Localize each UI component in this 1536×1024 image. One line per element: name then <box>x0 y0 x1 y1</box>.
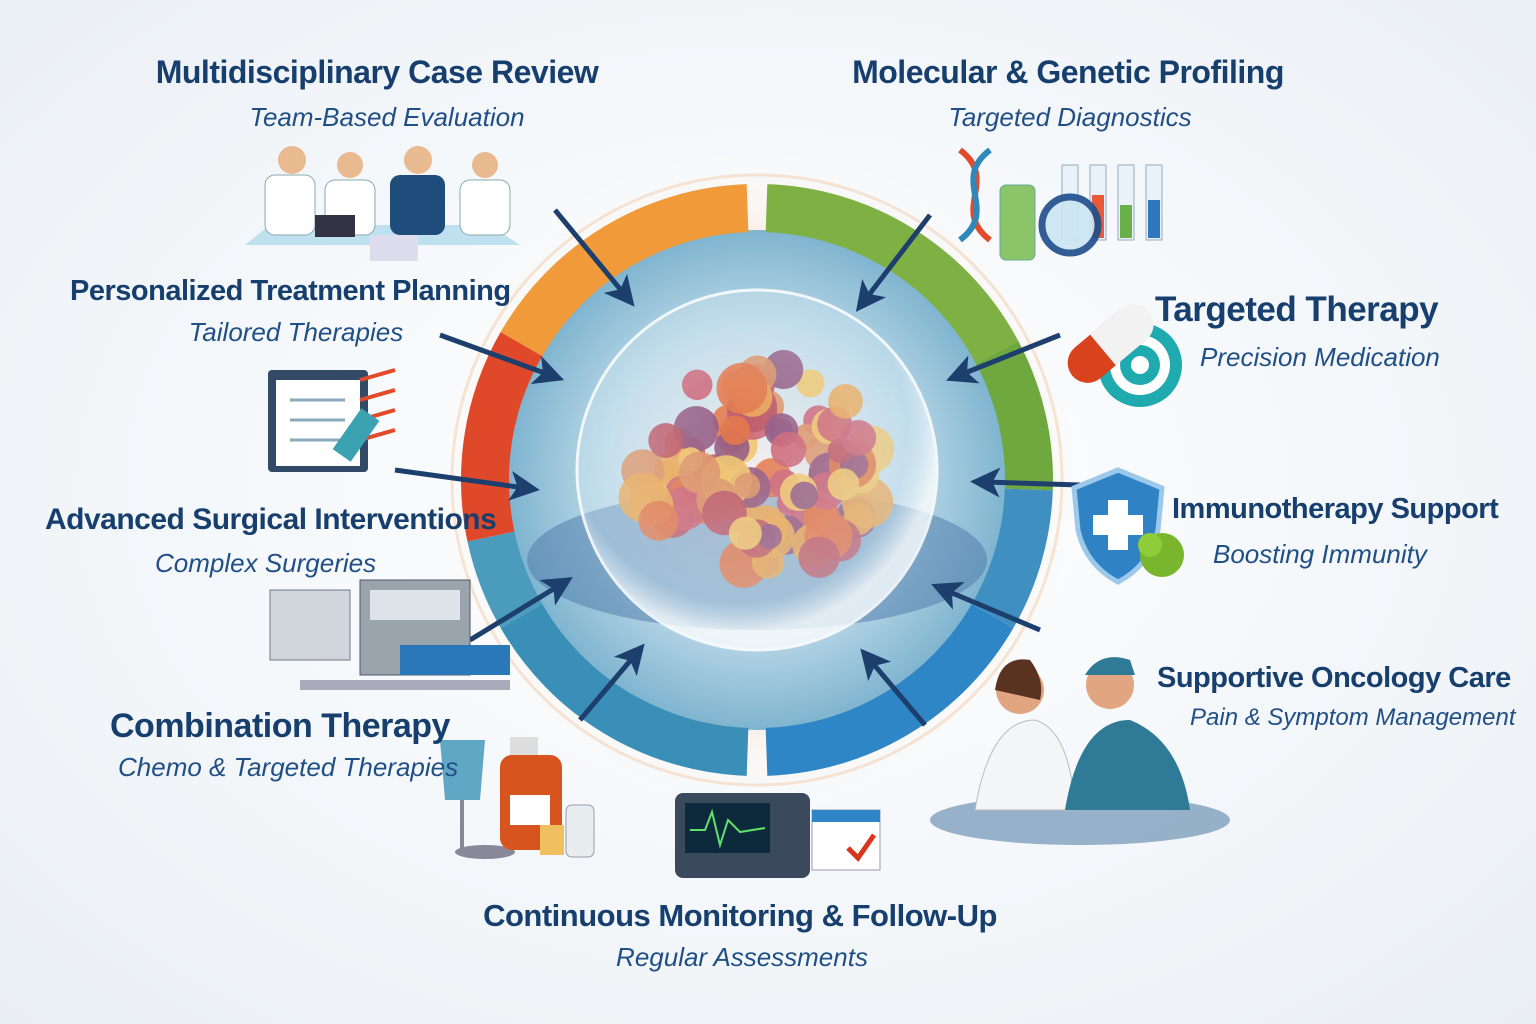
ring-segment <box>765 603 1014 776</box>
step-subtitle: Pain & Symptom Management <box>1190 704 1516 731</box>
arrow <box>860 648 927 727</box>
ring-segment <box>467 531 543 628</box>
step-subtitle: Boosting Immunity <box>1213 539 1427 569</box>
ring-segment <box>461 332 543 542</box>
ring-segment <box>971 488 1053 628</box>
monitor-calendar-icon <box>675 793 881 878</box>
step-subtitle: Team-Based Evaluation <box>249 102 525 132</box>
step-subtitle: Regular Assessments <box>616 942 868 972</box>
arrow <box>970 467 1081 498</box>
ring-segment <box>500 184 749 357</box>
dna-lab-tubes-icon <box>958 147 1163 261</box>
capsule-target-icon <box>1067 304 1182 407</box>
arrows-to-center <box>394 208 1081 727</box>
arrow <box>439 332 565 384</box>
step-subtitle: Tailored Therapies <box>188 317 404 347</box>
step-title: Targeted Therapy <box>1155 290 1439 329</box>
arrow <box>946 332 1061 384</box>
ring-segment <box>975 341 1053 491</box>
process-ring <box>461 184 1053 776</box>
arrow <box>394 467 540 501</box>
step-title: Advanced Surgical Interventions <box>45 503 497 536</box>
arrow <box>468 577 573 643</box>
glass-bubble <box>575 288 939 652</box>
arrow <box>553 208 635 307</box>
clipboard-dna-icon <box>268 368 396 472</box>
iv-medication-bottles-icon <box>440 737 595 859</box>
ring-segment <box>500 603 749 776</box>
medical-team-icon <box>245 146 520 261</box>
step-subtitle: Chemo & Targeted Therapies <box>118 752 459 782</box>
step-title: Combination Therapy <box>110 707 450 745</box>
step-title: Continuous Monitoring & Follow-Up <box>483 898 997 933</box>
step-title: Immunotherapy Support <box>1172 493 1499 525</box>
arrow <box>578 643 645 722</box>
surgical-machine-icon <box>269 579 510 690</box>
step-subtitle: Precision Medication <box>1200 342 1440 372</box>
shield-cross-icon <box>1071 467 1184 585</box>
arrow <box>931 581 1041 633</box>
step-title: Personalized Treatment Planning <box>70 275 511 307</box>
caregivers-icon <box>930 657 1230 845</box>
step-title: Molecular & Genetic Profiling <box>852 54 1284 90</box>
step-subtitle: Complex Surgeries <box>155 548 377 578</box>
step-subtitle: Targeted Diagnostics <box>948 102 1192 132</box>
step-title: Supportive Oncology Care <box>1157 662 1511 694</box>
step-title: Multidisciplinary Case Review <box>155 54 599 90</box>
arrow <box>855 213 932 312</box>
